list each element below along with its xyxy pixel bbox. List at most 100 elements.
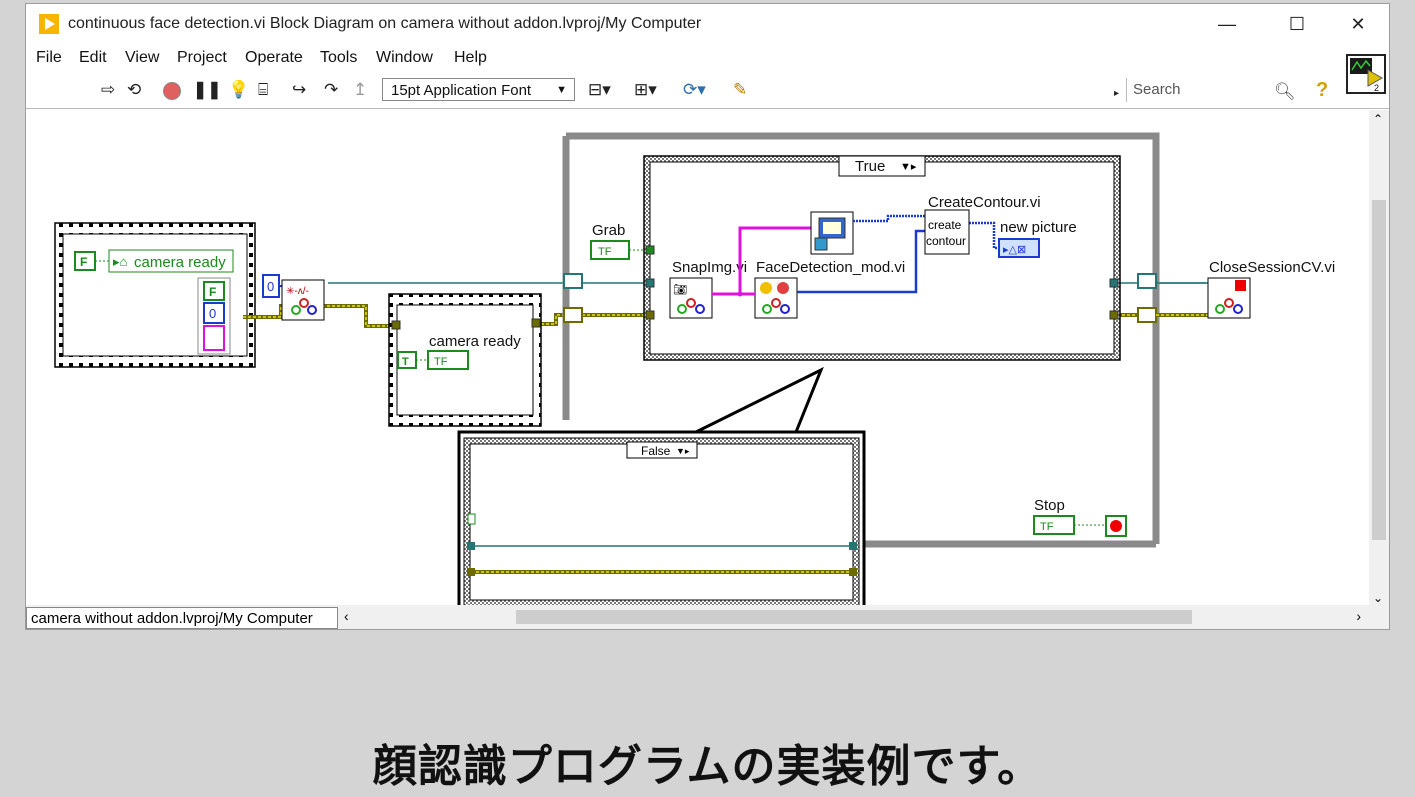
picture-node[interactable] bbox=[810, 211, 854, 255]
run-arrow-icon[interactable]: ⇨ bbox=[101, 80, 116, 99]
camera-ready-local-label: camera ready bbox=[134, 254, 226, 271]
facedetection-subvi[interactable] bbox=[754, 277, 798, 319]
camera-ready-local-variable[interactable] bbox=[108, 249, 234, 273]
closesession-subvi[interactable] bbox=[1207, 277, 1251, 319]
expand-icon[interactable]: ▸ bbox=[1114, 88, 1120, 99]
case-selector-dropdown-icon: ▼▸ bbox=[900, 161, 917, 173]
svg-text:✳-ʌ/-: ✳-ʌ/- bbox=[286, 286, 309, 297]
help-icon[interactable]: ? bbox=[1316, 79, 1329, 101]
align-objects-icon[interactable]: ⊟▾ bbox=[588, 80, 611, 99]
scroll-up-icon[interactable]: ⌃ bbox=[1373, 112, 1384, 126]
pause-icon[interactable]: ❚❚ bbox=[193, 80, 222, 99]
search-input[interactable]: Search bbox=[1126, 78, 1306, 102]
callout-pointer bbox=[695, 366, 824, 434]
numeric-constant-zero[interactable] bbox=[203, 302, 225, 324]
scroll-left-icon[interactable]: ‹ bbox=[344, 608, 349, 624]
search-icon[interactable]: 🔍︎ bbox=[1274, 82, 1296, 101]
closesession-label: CloseSessionCV.vi bbox=[1209, 259, 1335, 276]
reorder-icon[interactable]: ⟳▾ bbox=[683, 80, 706, 99]
init-session-subvi[interactable]: ✳-ʌ/- bbox=[281, 279, 325, 321]
shift-register-left-session[interactable] bbox=[563, 273, 583, 289]
stop-label: Stop bbox=[1034, 497, 1065, 514]
vi-icon-number: 2 bbox=[1374, 83, 1379, 92]
minimize-button[interactable]: — bbox=[1218, 14, 1236, 34]
snapimg-subvi[interactable]: 📷︎ bbox=[669, 277, 713, 319]
block-diagram-canvas: F ▸⌂ camera ready F 0 0 bbox=[54, 132, 1335, 607]
createcontour-node-text-1: create bbox=[928, 218, 962, 232]
menu-tools[interactable]: Tools bbox=[320, 49, 358, 66]
distribute-objects-icon[interactable]: ⊞▾ bbox=[634, 80, 657, 99]
menu-edit[interactable]: Edit bbox=[79, 49, 107, 66]
horizontal-scroll-thumb[interactable] bbox=[516, 610, 1192, 624]
menu-window[interactable]: Window bbox=[376, 49, 433, 66]
wire-image bbox=[712, 226, 811, 297]
case-structure-true[interactable] bbox=[643, 155, 1121, 361]
vertical-scroll-thumb[interactable] bbox=[1372, 200, 1386, 540]
step-out-icon[interactable]: ↥ bbox=[353, 80, 368, 99]
stop-sign-icon bbox=[1110, 520, 1122, 532]
close-button[interactable]: ✕ bbox=[1350, 14, 1366, 34]
step-into-icon[interactable]: ↪ bbox=[292, 80, 307, 99]
numeric-constant-zero-text: 0 bbox=[209, 306, 216, 321]
menu-file[interactable]: File bbox=[36, 49, 62, 66]
picture-indicator-icon: ▸△⊠ bbox=[1003, 244, 1026, 256]
grab-label: Grab bbox=[592, 222, 625, 239]
vi-icon-graphic: 2 bbox=[1350, 58, 1384, 93]
abort-icon[interactable] bbox=[163, 82, 181, 100]
false-constant-2-text: F bbox=[209, 285, 216, 299]
retain-wire-values-icon[interactable]: ⌸ bbox=[258, 80, 269, 99]
menu-operate[interactable]: Operate bbox=[245, 49, 303, 66]
local-variable-arrow-icon: ▸⌂ bbox=[113, 254, 127, 269]
labview-app-icon bbox=[39, 14, 59, 34]
svg-text:📷︎: 📷︎ bbox=[673, 284, 687, 296]
block-diagram[interactable]: F ▸⌂ camera ready F 0 0 bbox=[26, 110, 1371, 607]
cleanup-diagram-icon[interactable]: ✎ bbox=[733, 80, 748, 99]
shift-register-left-error[interactable] bbox=[563, 307, 583, 323]
caption-text: 顔認識プログラムの実装例です。 bbox=[372, 741, 1043, 792]
toolbar: ⇨ ⟲ ❚❚ 💡 ⌸ ↪ ↷ ↥ 15pt Application Font▼ … bbox=[26, 72, 1389, 109]
menu-help[interactable]: Help bbox=[454, 49, 487, 66]
vertical-scrollbar[interactable]: ⌃ ⌄ bbox=[1369, 110, 1389, 607]
labview-window: continuous face detection.vi Block Diagr… bbox=[25, 3, 1390, 630]
title-bar: continuous face detection.vi Block Diagr… bbox=[26, 4, 1389, 44]
picture-constant[interactable] bbox=[203, 325, 225, 351]
maximize-button[interactable]: ☐ bbox=[1288, 14, 1306, 34]
scroll-down-icon[interactable]: ⌄ bbox=[1373, 591, 1384, 605]
shift-register-right-error[interactable] bbox=[1137, 307, 1157, 323]
false-constant-1-text: F bbox=[80, 255, 87, 269]
case-selector-false-text: False bbox=[641, 444, 671, 458]
menu-view[interactable]: View bbox=[125, 49, 160, 66]
case-selector-true[interactable] bbox=[838, 155, 926, 177]
highlight-execution-icon[interactable]: 💡 bbox=[228, 80, 250, 99]
createcontour-label: CreateContour.vi bbox=[928, 194, 1041, 211]
shift-register-right-session[interactable] bbox=[1137, 273, 1157, 289]
case-selector-true-text: True bbox=[855, 158, 885, 175]
vi-icon[interactable]: 2 bbox=[1346, 54, 1386, 94]
step-over-icon[interactable]: ↷ bbox=[324, 80, 339, 99]
font-select[interactable]: 15pt Application Font▼ bbox=[382, 78, 575, 101]
menu-bar: File Edit View Project Operate Tools Win… bbox=[26, 45, 1389, 71]
stop-control-text: TF bbox=[1040, 521, 1054, 533]
menu-project[interactable]: Project bbox=[177, 49, 227, 66]
horizontal-scrollbar[interactable]: camera without addon.lvproj/My Computer … bbox=[26, 605, 1389, 629]
camera-ready-label: camera ready bbox=[429, 333, 521, 350]
case-selector-false[interactable] bbox=[626, 441, 698, 459]
chevron-down-icon: ▼ bbox=[556, 84, 567, 96]
false-constant-2[interactable] bbox=[203, 281, 225, 301]
createcontour-subvi[interactable] bbox=[924, 209, 970, 255]
camera-ready-indicator[interactable] bbox=[427, 350, 469, 370]
scroll-right-icon[interactable]: › bbox=[1356, 608, 1361, 624]
camera-ready-indicator-text: TF bbox=[434, 356, 448, 368]
window-title: continuous face detection.vi Block Diagr… bbox=[68, 15, 702, 32]
true-constant-text: T bbox=[402, 356, 409, 368]
createcontour-node-text-2: contour bbox=[926, 234, 966, 248]
facedetection-label: FaceDetection_mod.vi bbox=[756, 259, 905, 276]
numeric-constant-session-text: 0 bbox=[267, 279, 274, 294]
run-continuously-icon[interactable]: ⟲ bbox=[127, 80, 142, 99]
case-structure-false[interactable] bbox=[463, 437, 860, 607]
project-context-label: camera without addon.lvproj/My Computer bbox=[26, 607, 338, 629]
new-picture-indicator[interactable] bbox=[998, 238, 1040, 258]
snapimg-label: SnapImg.vi bbox=[672, 259, 747, 276]
new-picture-label: new picture bbox=[1000, 219, 1077, 236]
grab-control-text: TF bbox=[598, 246, 612, 258]
